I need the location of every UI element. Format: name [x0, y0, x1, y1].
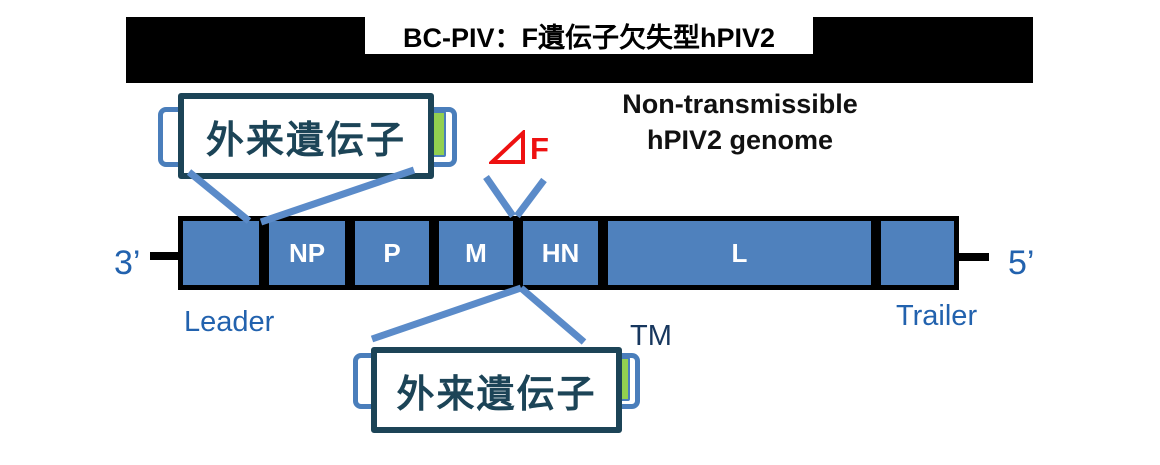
genome-caption-line1: Non-transmissible: [622, 89, 858, 119]
foreign-gene-label-top: 外来遺伝子: [205, 119, 406, 162]
genome-bar: NP P M HN L: [178, 216, 959, 290]
genome-segment-NP: NP: [264, 216, 350, 290]
genome-segment-P: P: [350, 216, 434, 290]
leader-label: Leader: [184, 306, 275, 338]
genome-line-3prime: [150, 252, 178, 260]
page-title: BC-PIV：F遺伝子欠失型hPIV2: [402, 23, 776, 53]
foreign-gene-label-bottom: 外来遺伝子: [396, 373, 597, 416]
genome-caption: Non-transmissible hPIV2 genome: [590, 86, 890, 158]
title-box: BC-PIV：F遺伝子欠失型hPIV2: [365, 17, 813, 54]
genome-segment-label: HN: [541, 237, 580, 268]
foreign-gene-label-box-bottom: 外来遺伝子: [371, 347, 622, 433]
genome-segment-M: M: [434, 216, 518, 290]
genome-segment-label: P: [383, 237, 401, 268]
genome-segment-L: L: [603, 216, 876, 290]
delta-triangle-icon: [489, 130, 525, 164]
genome-segment-label: L: [731, 237, 748, 268]
three-prime-label: 3’: [114, 244, 141, 282]
tm-label: TM: [630, 320, 672, 352]
genome-segment-trailer-region: [876, 216, 959, 290]
delta-f-annotation: F: [489, 130, 549, 166]
genome-caption-line2: hPIV2 genome: [646, 125, 834, 155]
five-prime-label: 5’: [1008, 244, 1035, 282]
genome-line-5prime: [959, 253, 989, 261]
foreign-gene-label-box-top: 外来遺伝子: [178, 93, 434, 179]
delta-f-letter: F: [530, 131, 549, 166]
genome-segment-label: M: [465, 237, 487, 268]
genome-segment-label: NP: [288, 237, 326, 268]
trailer-label: Trailer: [896, 300, 978, 332]
genome-segment-HN: HN: [518, 216, 603, 290]
genome-segment-leader-region: [178, 216, 264, 290]
